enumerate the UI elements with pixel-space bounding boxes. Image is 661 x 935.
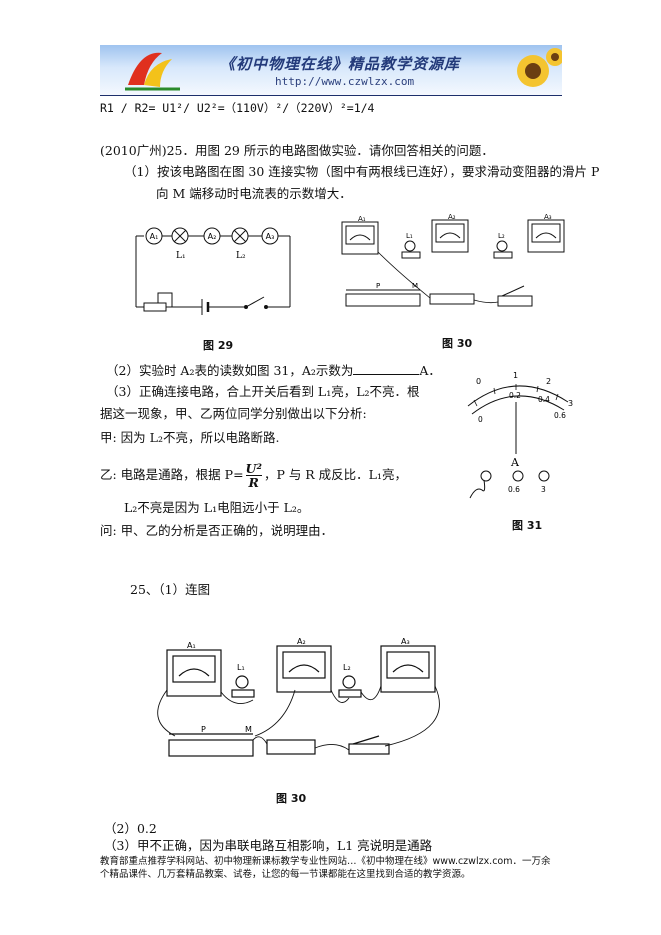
answer-blank[interactable] (353, 362, 420, 375)
svg-text:A₁: A₁ (358, 215, 366, 223)
scale-bottom-2: 0.4 (538, 395, 550, 404)
fig29-caption: 图 29 (203, 339, 234, 352)
site-banner: 《初中物理在线》精品教学资源库 http://www.czwlzx.com (100, 45, 562, 96)
label-l2: L₂ (236, 251, 246, 261)
sunflower-image (517, 48, 562, 87)
formula-line: R1 / R2= U1²/ U2²=（110V）²/（220V）²=1/4 (100, 101, 375, 115)
scale-bottom-0: 0 (478, 415, 483, 424)
question-ask: 问: 甲、乙的分析是否正确的，说明理由． (100, 523, 334, 538)
svg-text:L₂: L₂ (343, 663, 351, 672)
question-part3-line1: （3）正确连接电路，合上开关后看到 L₁亮，L₂不亮．根 (106, 384, 420, 399)
question-intro: (2010广州)25．用图 29 所示的电路图做实验．请你回答相关的问题． (100, 143, 494, 158)
scale-bottom-1: 0.2 (509, 391, 521, 400)
site-url[interactable]: http://www.czwlzx.com (275, 75, 415, 88)
question-part1-line1: （1）按该电路图在图 30 连接实物（图中有两根线已连好），要求滑动变阻器的滑片… (124, 164, 600, 179)
scale-top-3: 3 (568, 399, 573, 408)
answer-part3: （3）甲不正确，因为串联电路互相影响，L1 亮说明是通路 (104, 838, 433, 853)
svg-text:A₂: A₂ (448, 213, 456, 221)
answer-part2: （2）0.2 (104, 821, 157, 836)
label-l1: L₁ (176, 251, 186, 261)
jia-analysis: 甲: 因为 L₂不亮，所以电路断路. (100, 430, 280, 445)
svg-text:M: M (245, 725, 252, 734)
ammeter-dial-fig31: 0 1 2 3 0 0.2 0.4 0.6 A 0.6 3 (467, 371, 573, 499)
fig30-caption: 图 30 (442, 337, 473, 350)
circuit-diagram-fig29: A₁ A₂ A₃ L₁ L₂ (135, 227, 291, 315)
terminal-3: 3 (541, 485, 546, 494)
svg-text:A₃: A₃ (401, 637, 410, 646)
yi-analysis-line2: L₂不亮是因为 L₁电阻远小于 L₂。 (124, 500, 310, 515)
svg-text:A₁: A₁ (187, 641, 196, 650)
meter-unit: A (510, 456, 520, 469)
site-title: 《初中物理在线》精品教学资源库 (220, 55, 461, 73)
footer-line2: 个精品课件、几万套精品教案、试卷，让您的每一节课都能在这里找到合适的教学资源。 (100, 869, 471, 880)
answer-heading: 25、（1）连图 (130, 582, 211, 597)
terminal-0-6: 0.6 (508, 485, 520, 494)
scale-bottom-3: 0.6 (554, 411, 566, 420)
scale-top-2: 2 (546, 377, 551, 386)
svg-text:L₁: L₁ (406, 232, 413, 240)
apparatus-fig30: A₁ A₂ A₃ L₁ L₂ P M (341, 213, 565, 307)
question-part1-line2: 向 M 端移动时电流表的示数增大． (156, 186, 352, 201)
site-logo (125, 52, 180, 91)
question-part3-line2: 据这一现象，甲、乙两位同学分别做出以下分析: (100, 406, 367, 421)
answer-fig30-caption: 图 30 (276, 792, 307, 805)
svg-text:L₂: L₂ (498, 232, 505, 240)
label-a2: A₂ (208, 232, 217, 241)
scale-top-1: 1 (513, 371, 518, 380)
label-m: M (412, 282, 418, 290)
apparatus-answer-fig30: A₁ A₂ A₃ L₁ L₂ P M (157, 637, 440, 757)
svg-text:P: P (201, 725, 206, 734)
svg-text:L₁: L₁ (237, 663, 245, 672)
fig31-caption: 图 31 (512, 519, 543, 532)
footer-line1: 教育部重点推荐学科网站、初中物理新课标教学专业性网站…《初中物理在线》www.c… (100, 856, 551, 867)
scale-top-0: 0 (476, 377, 481, 386)
label-a3: A₃ (266, 232, 275, 241)
label-a1: A₁ (150, 232, 159, 241)
label-p: P (376, 282, 380, 290)
svg-text:A₂: A₂ (297, 637, 306, 646)
svg-text:A₃: A₃ (544, 213, 552, 221)
